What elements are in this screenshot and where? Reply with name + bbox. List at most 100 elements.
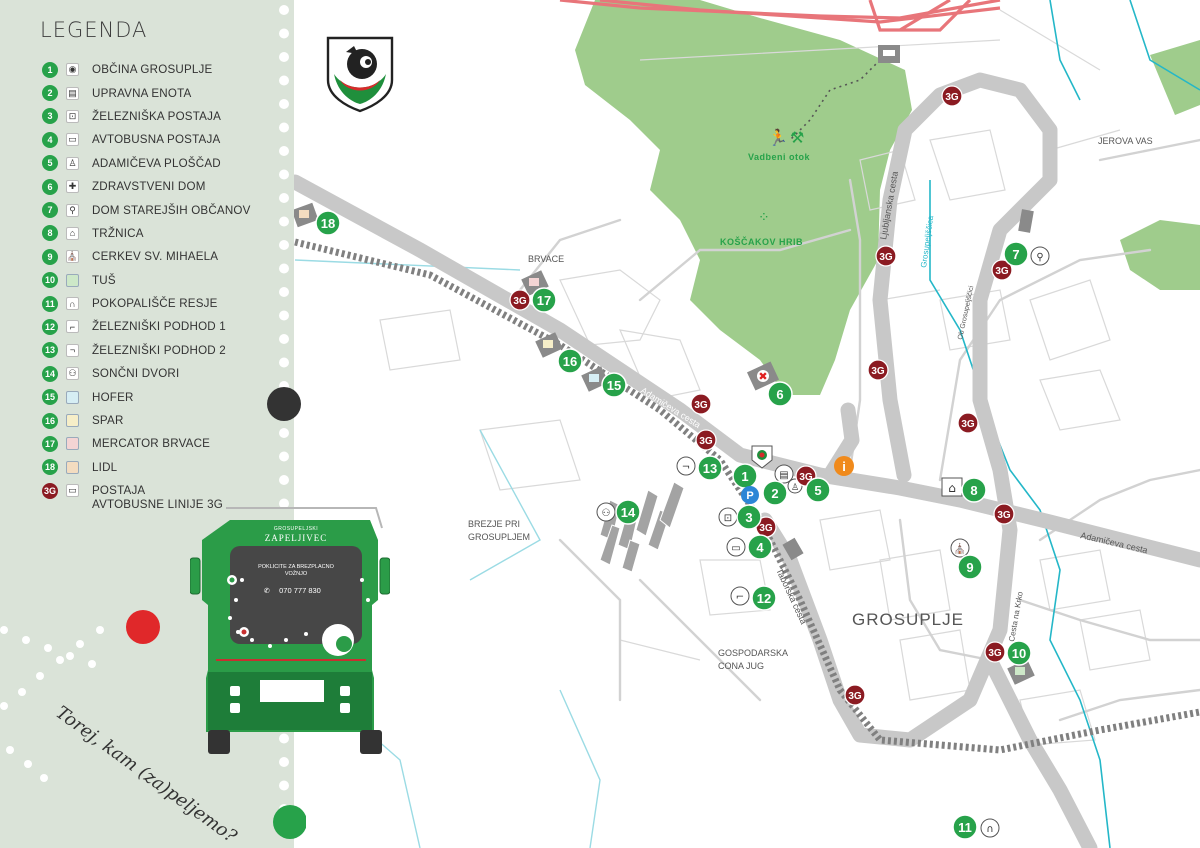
bus-stop-3g-marker[interactable]: 3G — [509, 289, 531, 311]
koscakov-hrib-forest — [575, 0, 912, 395]
legend-item-label: POKOPALIŠČE RESJE — [92, 297, 218, 311]
svg-text:6: 6 — [776, 387, 783, 402]
poi-marker-15[interactable]: 15 — [601, 372, 627, 398]
legend-item: 13¬ŽELEZNIŠKI PODHOD 2 — [42, 339, 292, 362]
svg-text:⌐: ⌐ — [736, 592, 744, 603]
poi-marker-16[interactable]: 16 — [557, 348, 583, 374]
legend-item-label: ŽELEZNIŠKI PODHOD 1 — [92, 320, 226, 334]
poi-marker-8[interactable]: 8 — [961, 477, 987, 503]
exercise-icons: 🏃⚒ — [768, 128, 804, 147]
legend-item-label: DOM STAREJŠIH OBČANOV — [92, 203, 251, 217]
bus-brand-small: GROSUPELJSKI — [274, 526, 318, 532]
bus-stop-3g-marker[interactable]: 3G — [984, 641, 1006, 663]
poi-icons: ✖ ⌂ ⛪ ⚲ ∩ ⌐ ¬ ⚇ ⊡ ▭ ▤ ♙ 🏃⚒ ⁘ — [291, 45, 1050, 838]
residents-icon: ⚇ — [66, 367, 79, 381]
bus-stop-3g-marker[interactable]: 3G — [695, 429, 717, 451]
legend-number-badge: 2 — [42, 85, 58, 102]
decor-dot-red — [126, 610, 160, 644]
legend-item-label: ŽELEZNIŠKI PODHOD 2 — [92, 343, 226, 357]
poi-marker-7[interactable]: 7 — [1003, 241, 1029, 267]
poi-marker-4[interactable]: 4 — [747, 534, 773, 560]
label-brezje-1: BREZJE PRI — [468, 519, 520, 529]
legend-item-label: UPRAVNA ENOTA — [92, 86, 192, 100]
spar-store-icon — [66, 414, 79, 428]
svg-text:⁘: ⁘ — [758, 210, 770, 226]
poi-marker-2[interactable]: 2 — [762, 480, 788, 506]
bus-phone: 070 777 830 — [279, 586, 321, 595]
legend-item: 3⊡ŽELEZNIŠKA POSTAJA — [42, 105, 292, 128]
poi-marker-17[interactable]: 17 — [531, 287, 557, 313]
label-koscakov-hrib: KOŠČAKOV HRIB — [720, 236, 803, 247]
monument-icon: ♙ — [66, 156, 79, 170]
legend-number-badge: 3G — [42, 482, 58, 499]
zapeljivec-vehicle: GROSUPELJSKI ZAPELJIVEC POKLIČITE ZA BRE… — [190, 507, 390, 754]
svg-text:P: P — [746, 490, 753, 502]
poi-marker-12[interactable]: 12 — [751, 585, 777, 611]
svg-text:¬: ¬ — [682, 462, 690, 473]
svg-text:3G: 3G — [988, 648, 1002, 659]
label-brvace: BRVACE — [528, 254, 564, 264]
bus-stop-3g-marker[interactable]: 3G — [957, 412, 979, 434]
legend-item-label: ŽELEZNIŠKA POSTAJA — [92, 109, 222, 123]
legend-item: 1◉OBČINA GROSUPLJE — [42, 58, 292, 81]
walking-trail — [789, 59, 881, 141]
legend-item-label: ADAMIČEVA PLOŠČAD — [92, 156, 221, 170]
bus-stop-3g-marker[interactable]: 3G — [941, 85, 963, 107]
svg-text:♙: ♙ — [791, 483, 799, 493]
legend-item-label: POSTAJA AVTOBUSNE LINIJE 3G — [92, 483, 223, 511]
legend-title: LEGENDA — [40, 18, 148, 42]
bus-stop-3g-marker[interactable]: 3G — [690, 393, 712, 415]
bus-stop-3g-marker[interactable]: 3G — [991, 259, 1013, 281]
train-map-icon: ⊡ — [718, 507, 738, 527]
church-icon: ⛪ — [66, 250, 79, 264]
legend-item-label: SONČNI DVORI — [92, 367, 180, 381]
svg-text:3G: 3G — [848, 691, 862, 702]
legend-item: 2▤UPRAVNA ENOTA — [42, 81, 292, 104]
bus-stop-3g-marker[interactable]: 3G — [875, 245, 897, 267]
poi-marker-1[interactable]: 1 — [732, 463, 758, 489]
bus-map-icon: ▭ — [726, 537, 746, 557]
document-map-icon: ▤ — [774, 464, 794, 484]
mercator-store-icon — [66, 437, 79, 451]
tus-map-icon — [1007, 659, 1035, 685]
svg-text:i: i — [842, 459, 846, 474]
svg-text:∩: ∩ — [986, 824, 993, 835]
bus-stop-3g-marker[interactable]: 3G — [867, 359, 889, 381]
legend-number-badge: 6 — [42, 178, 58, 195]
poi-marker-3[interactable]: 3 — [736, 504, 762, 530]
poi-marker-10[interactable]: 10 — [1006, 640, 1032, 666]
svg-text:16: 16 — [563, 354, 577, 369]
east-green-area-2 — [1120, 220, 1200, 290]
poi-marker-13[interactable]: 13 — [697, 455, 723, 481]
svg-text:3G: 3G — [694, 400, 708, 411]
poi-marker-14[interactable]: 14 — [615, 499, 641, 525]
svg-text:▤: ▤ — [779, 470, 788, 481]
poi-marker-11[interactable]: 11 — [952, 814, 978, 840]
legend-number-badge: 16 — [42, 412, 58, 429]
label-gospodarska-2: CONA JUG — [718, 661, 764, 671]
parking-marker: P — [741, 486, 759, 504]
poi-marker-18[interactable]: 18 — [315, 210, 341, 236]
svg-text:13: 13 — [703, 461, 717, 476]
train-icon: ⊡ — [66, 109, 79, 123]
bus-stop-3g-marker[interactable]: 3G — [844, 684, 866, 706]
poi-marker-9[interactable]: 9 — [957, 554, 983, 580]
svg-text:4: 4 — [756, 540, 764, 555]
legend-number-badge: 17 — [42, 435, 58, 452]
poi-marker-5[interactable]: 5 — [805, 477, 831, 503]
municipality-map-icon — [751, 445, 773, 469]
legend-item-label: HOFER — [92, 390, 134, 404]
decor-dot-dark — [267, 387, 301, 421]
church-map-icon: ⛪ — [950, 538, 970, 558]
label-vadbeni-otok: Vadbeni otok — [748, 152, 811, 162]
poi-marker-6[interactable]: 6 — [767, 381, 793, 407]
bus-stop-3g-marker[interactable]: 3G — [993, 503, 1015, 525]
medical-cross-icon: ✚ — [66, 180, 79, 194]
svg-text:14: 14 — [621, 505, 636, 520]
bus-icon: ▭ — [66, 133, 79, 147]
legend-item-label: ZDRAVSTVENI DOM — [92, 180, 206, 194]
